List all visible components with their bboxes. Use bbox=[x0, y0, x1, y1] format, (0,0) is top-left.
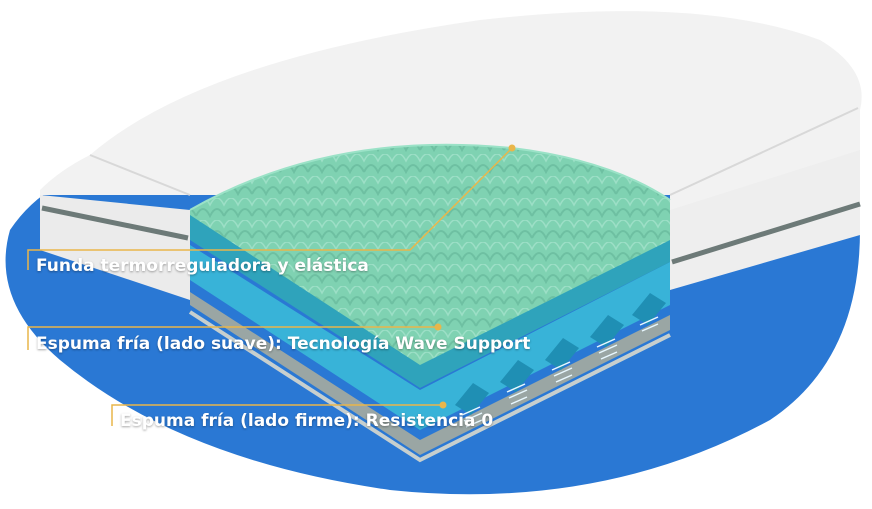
mattress-body bbox=[40, 11, 862, 300]
callout-line-soft bbox=[27, 326, 438, 350]
middle-foam-layer bbox=[190, 210, 670, 388]
bottom-foam-layer bbox=[190, 245, 670, 430]
callout-line-cover bbox=[27, 147, 513, 270]
callout-line-firm bbox=[111, 404, 443, 426]
callout-dots bbox=[434, 144, 516, 409]
callout-label-cover: Funda termorreguladora y elástica bbox=[36, 256, 369, 276]
cutout-tray bbox=[188, 292, 671, 463]
callout-dot-soft bbox=[434, 323, 442, 331]
mattress-stripe-left bbox=[41, 205, 189, 241]
callout-label-firm-foam: Espuma fría (lado firme): Resistencia 0 bbox=[120, 411, 494, 431]
callout-dot-firm bbox=[439, 401, 447, 409]
top-foam-layer bbox=[189, 143, 671, 365]
callout-label-soft-foam: Espuma fría (lado suave): Tecnología Wav… bbox=[36, 334, 531, 354]
callout-lines bbox=[27, 147, 513, 426]
mattress-stripe-right bbox=[671, 201, 861, 265]
callout-dot-cover bbox=[508, 144, 516, 152]
